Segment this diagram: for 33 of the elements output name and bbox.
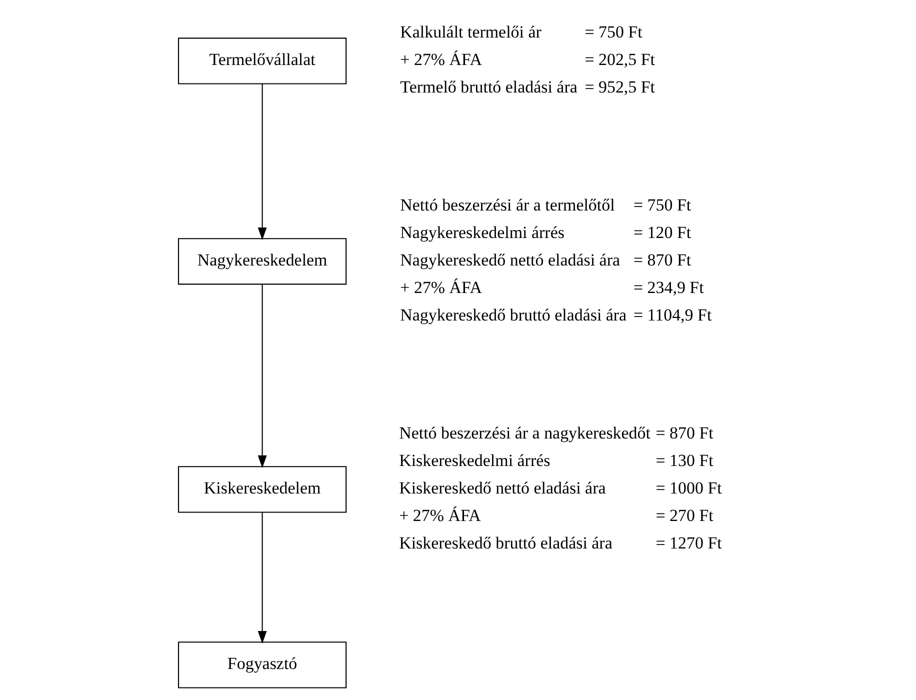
label: Kiskereskedelmi árrés [398,450,550,470]
node-box: Nagykereskedelem [177,238,346,284]
label: + 27% ÁFA [400,50,482,68]
label: = 870 Ft [655,422,713,442]
label: = 120 Ft [632,222,691,242]
label: Kiskereskedő bruttó eladási ára [398,533,612,552]
node-box: Termelővállalat [177,37,346,84]
label: Termelő bruttó eladási ára [400,77,577,96]
label: + 27% ÁFA [398,506,480,525]
label: Nagykereskedelmi árrés [400,222,564,242]
label: + 27% ÁFA [400,278,482,297]
label: = 130 Ft [655,450,713,470]
label: = 1270 Ft [655,533,722,552]
label: = 750 Ft [632,194,691,214]
label: Nettó beszerzési ár a nagykereskedőt [398,422,650,442]
label: = 234,9 Ft [632,278,704,297]
node-box: Kiskereskedelem [177,466,346,512]
label: = 270 Ft [655,506,713,525]
arrow [257,512,266,644]
label: Kalkulált termelői ár [400,22,541,41]
label: = 952,5 Ft [584,77,655,96]
label: = 1104,9 Ft [632,305,712,324]
node-box: Fogyasztó [177,641,346,688]
arrow [257,284,266,468]
label: = 750 Ft [584,22,642,41]
arrow [257,84,266,240]
label: Nettó beszerzési ár a termelőtől [400,194,614,214]
label: Nagykereskedő bruttó eladási ára [400,305,626,324]
label: Nagykereskedő nettó eladási ára [400,250,620,269]
label: Kiskereskedő nettó eladási ára [398,478,606,497]
label: = 1000 Ft [655,478,722,497]
label: = 870 Ft [632,250,691,269]
label: = 202,5 Ft [584,50,655,68]
